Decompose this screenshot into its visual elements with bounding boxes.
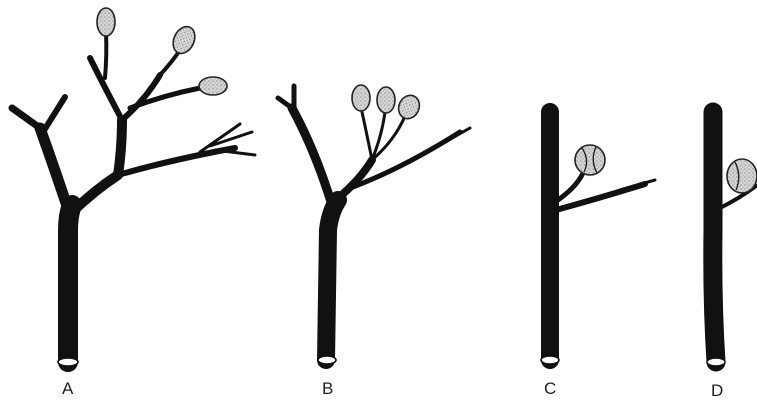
- panel-b-left-branch: [292, 108, 332, 205]
- panel-b-long-twig: [345, 132, 460, 190]
- panel-d-cut-end: [707, 358, 725, 366]
- panel-a-stalk-1: [105, 32, 106, 78]
- panel-d-fruit: [727, 159, 757, 193]
- panel-a-cut-end: [58, 358, 78, 366]
- panel-b-stalk-1: [362, 112, 372, 160]
- panel-a-right-branch: [72, 120, 122, 212]
- panel-c-label: C: [544, 379, 556, 398]
- panel-b-cut-end: [318, 356, 336, 364]
- panel-a-stalk-2: [160, 50, 180, 75]
- panel-b-fruit-1: [352, 85, 370, 111]
- panel-b-fruit-2: [377, 87, 395, 113]
- panel-a-fruit-1: [97, 8, 115, 36]
- panel-a-left-branch: [40, 128, 70, 215]
- panel-d-stem: [713, 112, 716, 362]
- panel-b-trunk: [326, 200, 338, 360]
- panel-a-lower-twig: [118, 148, 235, 175]
- panel-c-fruit-stalk: [558, 175, 582, 200]
- panel-c: C: [541, 112, 655, 398]
- panel-b: B: [278, 85, 470, 398]
- panel-c-fruit: [575, 145, 605, 175]
- panel-d: D: [707, 112, 757, 400]
- panel-b-long-twig-tip: [440, 128, 470, 145]
- panel-b-left-tip: [278, 98, 292, 108]
- panel-c-cut-end: [541, 356, 559, 364]
- panel-d-label: D: [711, 381, 723, 400]
- panel-a: A: [12, 8, 255, 398]
- panel-a-fruit-2: [169, 23, 199, 57]
- panel-b-fruit-3: [395, 92, 423, 122]
- panel-a-label: A: [62, 379, 74, 398]
- panel-b-stalk-3: [372, 116, 405, 160]
- panel-a-left-twig-1: [12, 108, 40, 128]
- panel-b-label: B: [322, 379, 333, 398]
- panel-a-left-twig-2: [43, 97, 65, 132]
- panel-a-fruit-3: [199, 77, 227, 95]
- panel-a-trunk: [68, 205, 72, 362]
